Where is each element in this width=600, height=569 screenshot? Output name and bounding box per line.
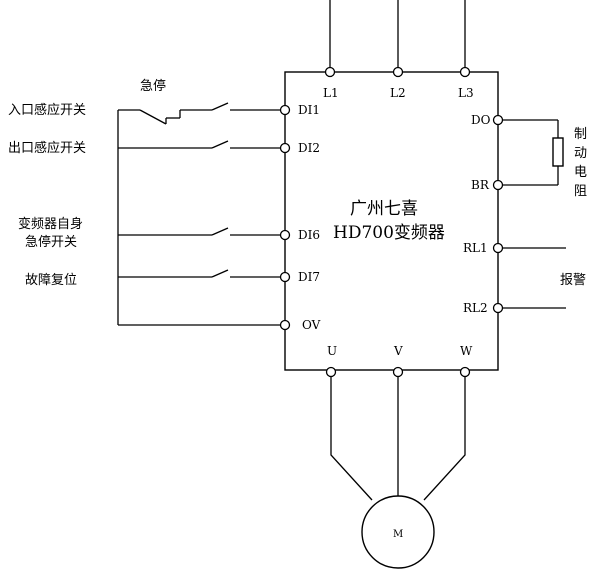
label-self-estop-line2: 急停开关 bbox=[25, 234, 77, 250]
inlet-switch-contact bbox=[211, 102, 229, 111]
label-do: DO bbox=[471, 113, 491, 127]
terminal-l3 bbox=[459, 66, 471, 78]
terminal-di2 bbox=[279, 142, 291, 154]
label-inlet-sensor: 入口感应开关 bbox=[8, 102, 86, 118]
brake-resistor bbox=[552, 137, 564, 167]
terminal-v bbox=[392, 366, 404, 378]
label-l2: L2 bbox=[390, 86, 406, 100]
label-outlet-sensor: 出口感应开关 bbox=[8, 140, 86, 156]
self-estop-contact bbox=[211, 227, 229, 236]
terminal-di7 bbox=[279, 271, 291, 283]
label-di7: DI7 bbox=[298, 270, 320, 284]
fault-reset-contact bbox=[211, 269, 229, 278]
label-di1: DI1 bbox=[298, 103, 320, 117]
terminal-br bbox=[492, 179, 504, 191]
terminal-rl2 bbox=[492, 302, 504, 314]
label-estop: 急停 bbox=[140, 78, 166, 94]
motor-wire-u bbox=[330, 377, 373, 501]
terminal-ov bbox=[279, 319, 291, 331]
label-brake-resistor-2: 动 bbox=[574, 146, 587, 161]
terminal-rl1 bbox=[492, 242, 504, 254]
terminal-do bbox=[492, 114, 504, 126]
outlet-switch-contact bbox=[211, 140, 229, 149]
label-self-estop-line1: 变频器自身 bbox=[18, 216, 83, 232]
vfd-brand: 广州七喜 bbox=[350, 199, 418, 219]
estop-contact bbox=[139, 109, 167, 125]
label-alarm: 报警 bbox=[560, 272, 586, 288]
motor bbox=[361, 495, 435, 569]
terminal-di6 bbox=[279, 229, 291, 241]
label-di2: DI2 bbox=[298, 141, 320, 155]
terminal-di1 bbox=[279, 104, 291, 116]
motor-wire-w bbox=[423, 377, 466, 501]
label-l1: L1 bbox=[323, 86, 339, 100]
label-motor: M bbox=[393, 529, 403, 540]
terminal-l1 bbox=[324, 66, 336, 78]
label-br: BR bbox=[471, 178, 490, 192]
label-l3: L3 bbox=[458, 86, 474, 100]
terminal-w bbox=[459, 366, 471, 378]
label-u: U bbox=[327, 344, 337, 358]
label-di6: DI6 bbox=[298, 228, 320, 242]
label-w: W bbox=[460, 344, 473, 358]
label-rl1: RL1 bbox=[463, 241, 488, 255]
label-fault-reset: 故障复位 bbox=[25, 273, 77, 288]
terminal-u bbox=[325, 366, 337, 378]
label-brake-resistor-1: 制 bbox=[574, 127, 587, 142]
vfd-model: HD700变频器 bbox=[333, 223, 445, 243]
label-brake-resistor-3: 电 bbox=[574, 165, 587, 180]
label-rl2: RL2 bbox=[463, 301, 488, 315]
label-v: V bbox=[393, 344, 403, 358]
terminal-l2 bbox=[392, 66, 404, 78]
vfd-box bbox=[284, 71, 499, 371]
label-brake-resistor-4: 阻 bbox=[574, 184, 587, 199]
label-ov: OV bbox=[302, 318, 321, 332]
